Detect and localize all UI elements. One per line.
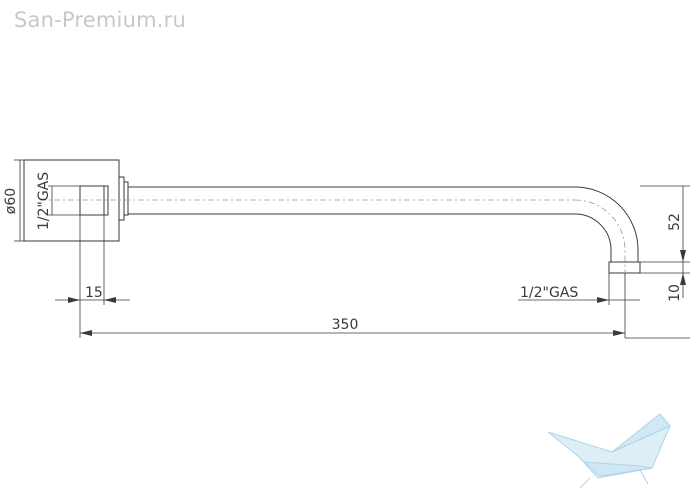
drop-height-label: 52 <box>667 213 683 231</box>
bathtub-logo-icon <box>547 413 671 489</box>
arm-tube <box>128 186 639 262</box>
inlet-nipple <box>79 185 109 216</box>
outlet-length-label: 10 <box>667 284 683 302</box>
outlet-thread-label: 1/2"GAS <box>520 285 578 301</box>
watermark-site-name: San-Premium.ru <box>14 8 186 32</box>
shower-arm-outline <box>23 159 641 274</box>
flange-diameter-label: ø60 <box>3 188 19 214</box>
centerlines <box>40 199 626 285</box>
outlet-thread <box>608 261 641 274</box>
dimension-arrows <box>68 250 686 336</box>
wall-depth-label: 15 <box>85 285 103 301</box>
arm-length-label: 350 <box>332 317 359 333</box>
flange-collar <box>118 176 125 221</box>
dimension-lines <box>14 159 690 339</box>
inlet-thread-label: 1/2"GAS <box>36 172 52 230</box>
